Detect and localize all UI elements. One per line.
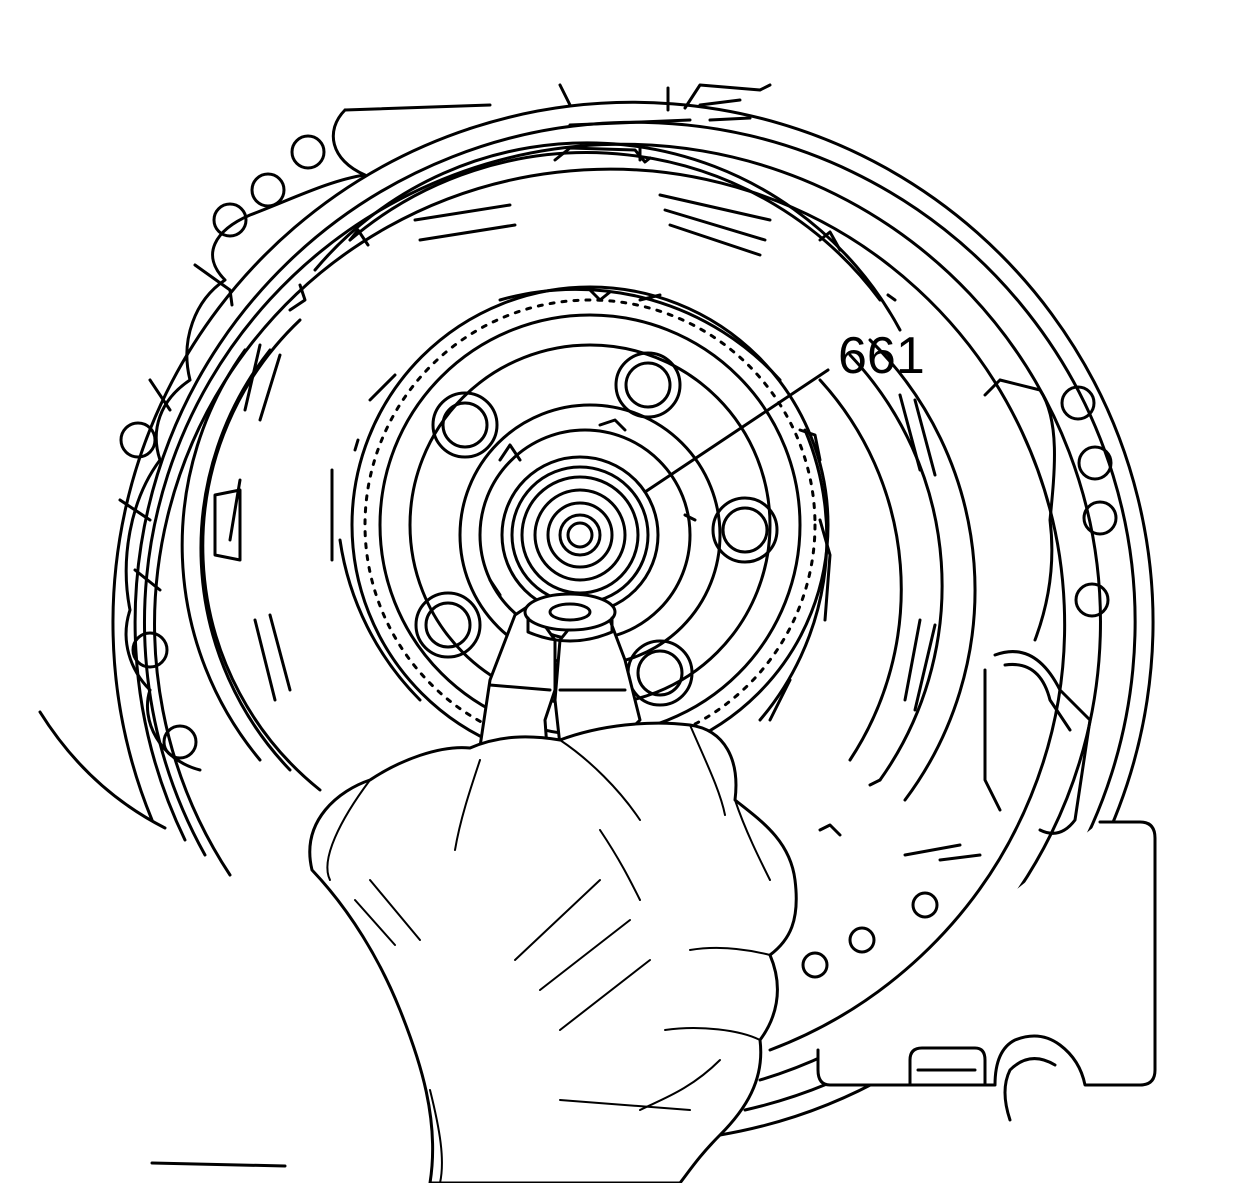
carrier-bolt [628,641,692,705]
carrier-bolt [416,593,480,657]
carrier-bolt [433,393,497,457]
gloved-hand [310,723,796,1183]
top-notches [555,85,770,162]
callout-leader-line [645,370,828,492]
callout-label: 661 [838,327,925,385]
clutch-hub [332,289,830,720]
ground-line [152,1163,285,1166]
housing-flange-right [985,380,1116,640]
carrier-bolt [713,498,777,562]
clutch-housing [182,143,975,835]
callout-661: 661 [645,327,925,492]
housing-flange-left [120,105,490,770]
mounting-bracket [803,652,1155,1120]
carrier-bolt [616,353,680,417]
